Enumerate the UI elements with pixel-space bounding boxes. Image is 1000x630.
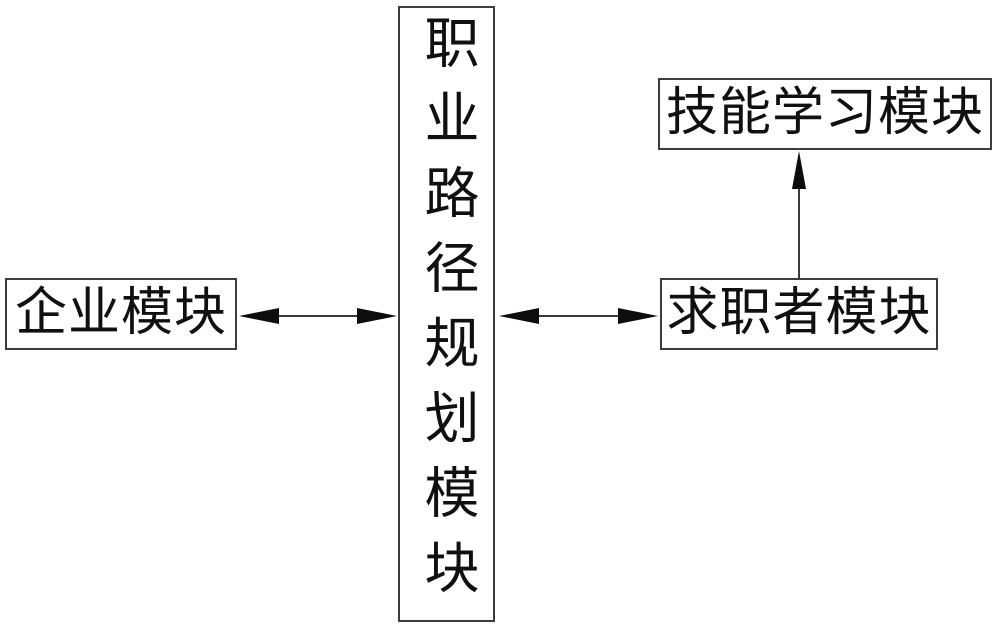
- node-label: 企业模块: [14, 285, 227, 342]
- edge-left-center-double-arrow: [239, 308, 397, 324]
- arrowhead-right-icon: [357, 308, 397, 324]
- arrowhead-up-icon: [792, 151, 806, 189]
- node-label: 职业路径规划模块: [416, 14, 477, 614]
- node-enterprise-module: 企业模块: [5, 278, 237, 350]
- edge-center-right-double-arrow: [499, 308, 658, 324]
- edge-right-topright-arrow: [792, 151, 806, 278]
- node-career-path-planning-module: 职业路径规划模块: [398, 6, 495, 622]
- node-label: 技能学习模块: [665, 85, 984, 142]
- node-label: 求职者模块: [666, 285, 932, 342]
- node-job-seeker-module: 求职者模块: [660, 278, 938, 350]
- arrowhead-right-icon: [618, 308, 658, 324]
- arrowhead-left-icon: [499, 308, 539, 324]
- node-skill-learning-module: 技能学习模块: [658, 78, 992, 150]
- arrowhead-left-icon: [239, 308, 279, 324]
